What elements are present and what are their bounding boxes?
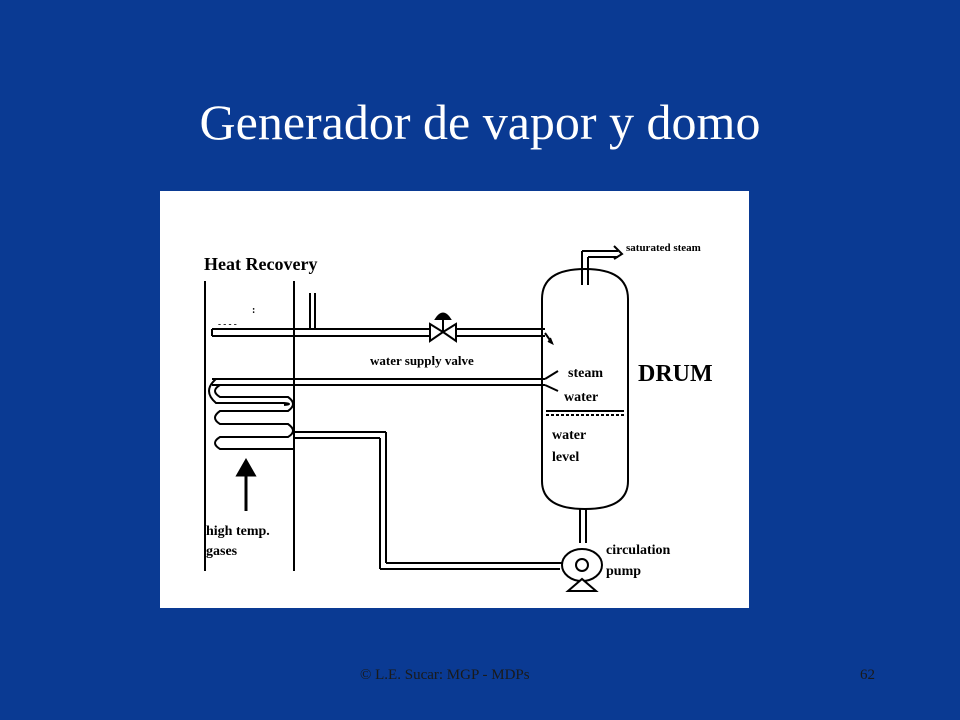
water-supply-valve-label: water supply valve [370,353,474,368]
heat-recovery-label: Heat Recovery [204,254,317,274]
steam-drum-diagram: - - - - : [160,191,749,608]
high-temp-gases-label: high temp. [206,524,270,539]
steam-outlet-pipe [581,245,624,285]
circulation-pipe [294,431,560,570]
water-label: water [564,390,598,405]
saturated-steam-label: saturated steam [626,242,701,254]
pipe-tick-marks: - - - - [218,319,237,329]
drum-downcomer [579,509,587,543]
water-supply-valve-icon [429,312,457,343]
drum-label: DRUM [638,361,713,387]
water-level-label: level [552,450,579,465]
heat-exchanger-coil [208,378,294,450]
circulation-pump-icon [560,548,603,592]
circulation-pump-label: circulation [606,543,671,558]
pipe-tick-marks: : [252,305,255,316]
footer-credit: © L.E. Sucar: MGP - MDPs [360,667,530,683]
supply-pipe [211,293,554,346]
page-number: 62 [860,667,875,683]
water-level-label: water [552,428,586,443]
gas-flow-arrow-icon [235,457,257,511]
steam-return-pipe [212,370,559,392]
steam-label: steam [568,366,603,381]
drum-vessel [541,267,629,511]
slide-title: Generador de vapor y domo [199,94,761,150]
circulation-pump-label: pump [606,564,641,579]
high-temp-gases-label: gases [206,544,238,559]
